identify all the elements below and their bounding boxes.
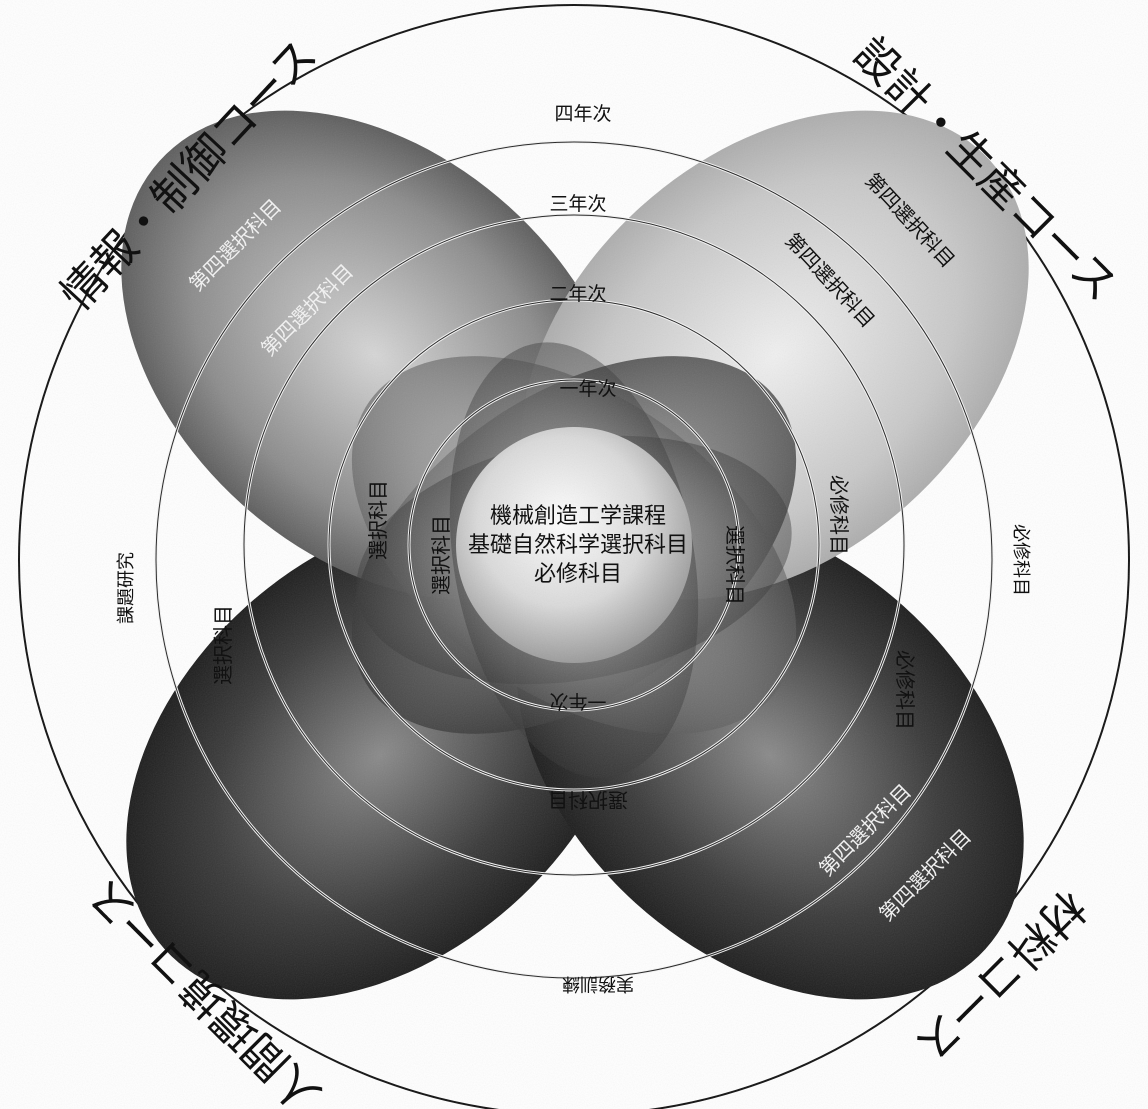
label-required-right: 必修科目 [827,475,851,555]
side-left-research: 課題研究 [116,552,137,624]
year-label-first: 一年次 [559,378,616,400]
year-label-first-bottom: 一年次 [549,690,606,712]
year-label-fourth: 四年次 [554,103,611,125]
label-elective-left-3: 選択科目 [211,605,235,685]
center-line-2: 基礎自然科学選択科目 [468,533,688,558]
side-right-required: 必修科目 [1010,524,1031,596]
label-elective-left-1: 選択科目 [366,480,390,560]
label-required-right-lower: 必修科目 [893,650,917,730]
label-elective-right-1: 選択科目 [723,525,747,605]
label-elective-bottom: 選択科目 [548,788,628,812]
year-label-second: 二年次 [549,283,606,305]
year-label-third: 三年次 [549,193,606,215]
side-bottom-training: 実務訓練 [562,973,634,994]
label-elective-left-2: 選択科目 [429,515,453,595]
center-line-3: 必修科目 [534,562,622,587]
center-line-1: 機械創造工学課程 [490,504,666,529]
